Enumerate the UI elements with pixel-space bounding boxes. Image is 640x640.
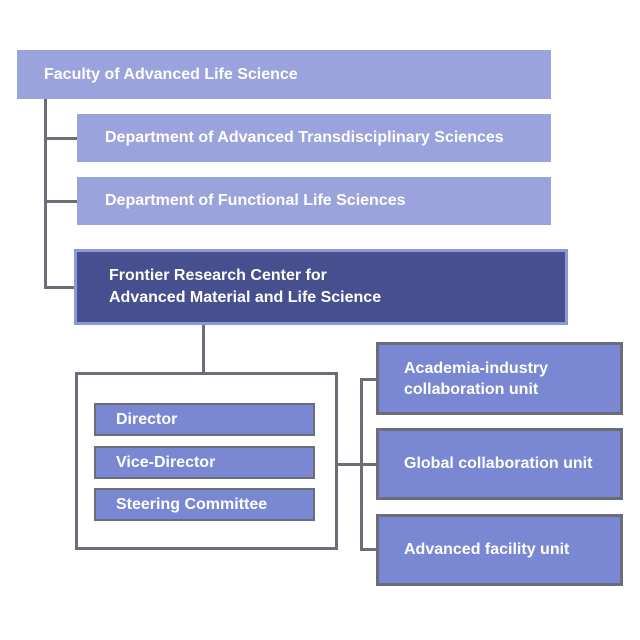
department-advanced-transdisciplinary-box: Department of Advanced Transdisciplinary… — [77, 114, 551, 162]
container-to-units-line — [336, 463, 362, 466]
center-label-line2: Advanced Material and Life Science — [109, 289, 382, 306]
unit2-branch-line — [360, 463, 378, 466]
frontier-research-center-box: Frontier Research Center for Advanced Ma… — [74, 249, 568, 325]
faculty-trunk-line — [44, 98, 47, 288]
unit-label: Advanced facility unit — [404, 541, 570, 558]
dept1-branch-line — [44, 137, 77, 140]
unit-label-line1: Academia-industry — [404, 359, 549, 377]
steering-committee-box: Steering Committee — [94, 488, 315, 521]
faculty-box: Faculty of Advanced Life Science — [17, 50, 551, 99]
vice-director-box: Vice-Director — [94, 446, 315, 479]
faculty-label: Faculty of Advanced Life Science — [44, 65, 298, 83]
advanced-facility-unit-box: Advanced facility unit — [376, 514, 623, 586]
dept2-branch-line — [44, 200, 77, 203]
department-functional-life-box: Department of Functional Life Sciences — [77, 177, 551, 225]
unit-label-line2: collaboration unit — [404, 380, 539, 398]
department-label: Department of Functional Life Sciences — [105, 192, 406, 209]
academia-industry-unit-box: Academia-industry collaboration unit — [376, 342, 623, 415]
center-label-line1: Frontier Research Center for — [109, 267, 327, 284]
unit-label: Global collaboration unit — [404, 455, 593, 472]
director-box: Director — [94, 403, 315, 436]
center-branch-line — [44, 286, 77, 289]
unit1-branch-line — [360, 378, 378, 381]
steering-committee-label: Steering Committee — [116, 495, 268, 513]
global-collaboration-unit-box: Global collaboration unit — [376, 428, 623, 500]
director-label: Director — [116, 410, 178, 428]
vice-director-label: Vice-Director — [116, 453, 216, 471]
center-down-line — [202, 324, 205, 374]
unit3-branch-line — [360, 548, 378, 551]
department-label: Department of Advanced Transdisciplinary… — [105, 129, 504, 146]
